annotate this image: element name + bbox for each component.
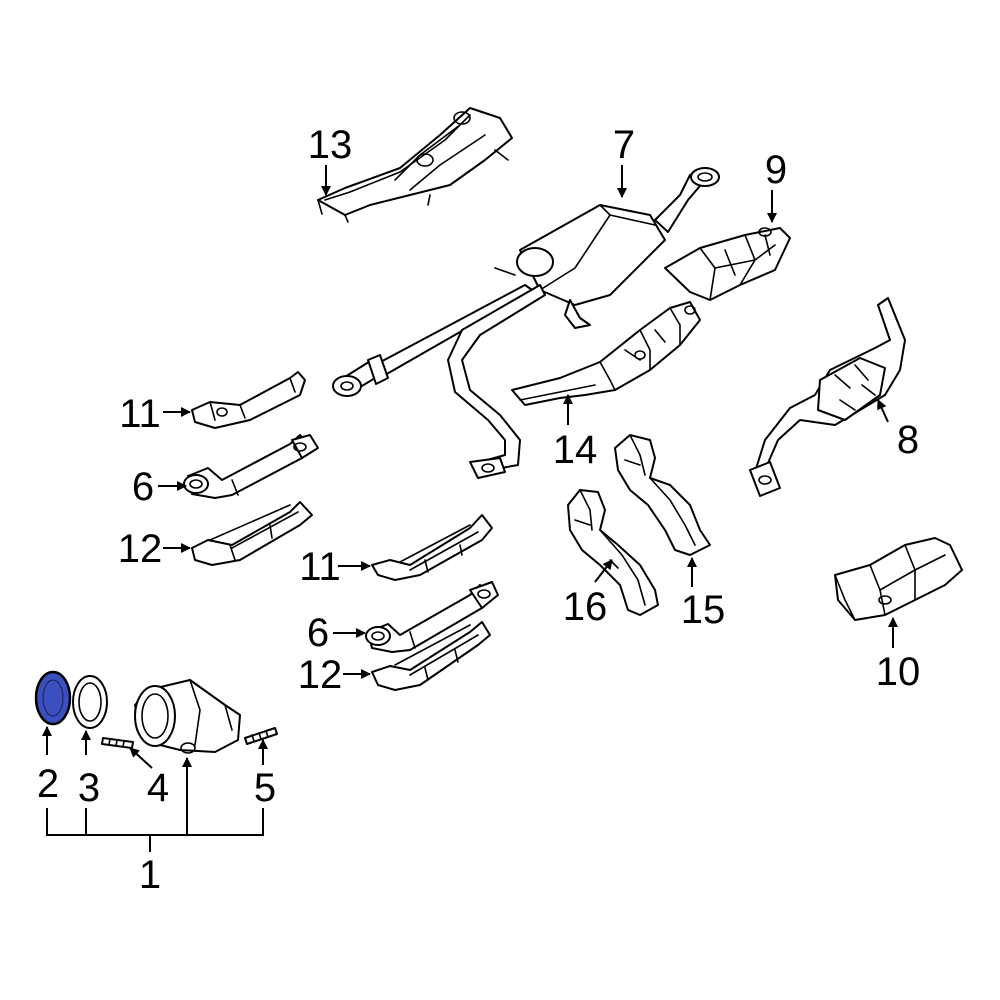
- part-15-heat-shield[interactable]: [614, 434, 711, 556]
- part-14-heat-shield[interactable]: [511, 301, 701, 406]
- part-10-heat-shield[interactable]: [834, 537, 963, 621]
- part-6-front-pipe-lower[interactable]: [365, 581, 499, 653]
- callout-1: 1: [139, 853, 161, 897]
- part-7-muffler-assembly[interactable]: [332, 167, 720, 479]
- callout-12-lower: 12: [298, 653, 343, 697]
- callout-3: 3: [78, 766, 100, 810]
- callout-4: 4: [147, 766, 169, 810]
- part-4-stud[interactable]: [101, 737, 134, 749]
- leader-lines: [42, 165, 898, 852]
- callout-12-upper: 12: [118, 527, 163, 571]
- callout-labels: 1 2 3 4 5 6 6 7 8 9 10 11 11 12 12 13 14…: [37, 123, 920, 897]
- part-6-front-pipe-upper[interactable]: [183, 434, 319, 499]
- callout-8: 8: [897, 418, 919, 462]
- part-11-heat-shield-upper[interactable]: [191, 371, 306, 429]
- callout-11-upper: 11: [119, 392, 161, 436]
- callout-14: 14: [553, 428, 598, 472]
- callout-9: 9: [765, 148, 787, 192]
- part-5-stud[interactable]: [244, 727, 278, 745]
- part-12-heat-shield-upper[interactable]: [191, 501, 313, 566]
- callout-15: 15: [681, 588, 726, 632]
- part-9-heat-shield[interactable]: [664, 227, 791, 301]
- callout-13: 13: [308, 123, 353, 167]
- part-1-catalytic-converter[interactable]: [134, 679, 241, 754]
- callout-6-upper: 6: [132, 465, 154, 509]
- callout-5: 5: [254, 766, 276, 810]
- callout-16: 16: [563, 585, 608, 629]
- callout-7: 7: [613, 123, 635, 167]
- callout-6-lower: 6: [307, 611, 329, 655]
- part-13-heat-shield[interactable]: [317, 107, 513, 223]
- callout-11-lower: 11: [299, 545, 341, 589]
- part-2-gasket[interactable]: [34, 670, 72, 726]
- part-3-seal-ring[interactable]: [72, 675, 108, 729]
- part-12-heat-shield-lower[interactable]: [371, 621, 491, 691]
- callout-10: 10: [876, 650, 921, 694]
- part-11-heat-shield-lower[interactable]: [371, 514, 493, 581]
- part-8-converter-pipe[interactable]: [749, 297, 906, 497]
- callout-2: 2: [37, 762, 59, 806]
